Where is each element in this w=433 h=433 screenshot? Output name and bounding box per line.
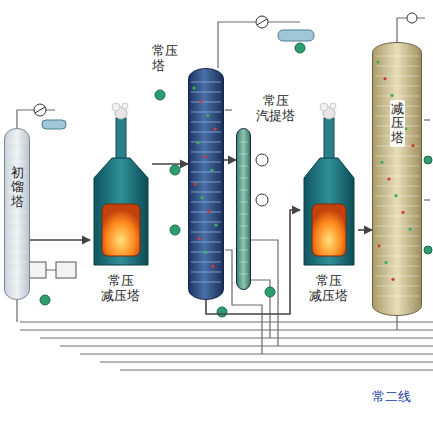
vac-shape [372, 42, 422, 316]
node-label: 常压 汽提塔 [256, 94, 296, 124]
furnace: 常压 减压塔 [300, 104, 358, 268]
tower0-shape [4, 128, 30, 300]
node-label: 常压 减压塔 [309, 274, 349, 304]
vacuum-tower: 减压塔 [372, 42, 422, 316]
furnace-shape [300, 104, 358, 268]
furnace-shape [90, 104, 152, 268]
pipe-connector [358, 229, 372, 231]
pre-flash-tower: 初馏塔 [4, 128, 30, 300]
stripper-tower: 常压 汽提塔 [236, 128, 251, 290]
pipe-connector [152, 163, 188, 165]
main-shape [188, 68, 224, 300]
node-label: 常压 减压塔 [101, 274, 141, 304]
furnace: 常压 减压塔 [90, 104, 152, 268]
strip-shape [236, 128, 251, 290]
node-label: 常压塔 [152, 44, 188, 74]
node-label: 减压塔 [390, 100, 405, 147]
pipe-connector [30, 239, 90, 241]
node-label: 初馏塔 [11, 166, 24, 209]
pipe-connector [224, 159, 236, 161]
stream-label: 常二线 [372, 388, 411, 406]
atmospheric-tower: 常压塔 [188, 68, 224, 300]
